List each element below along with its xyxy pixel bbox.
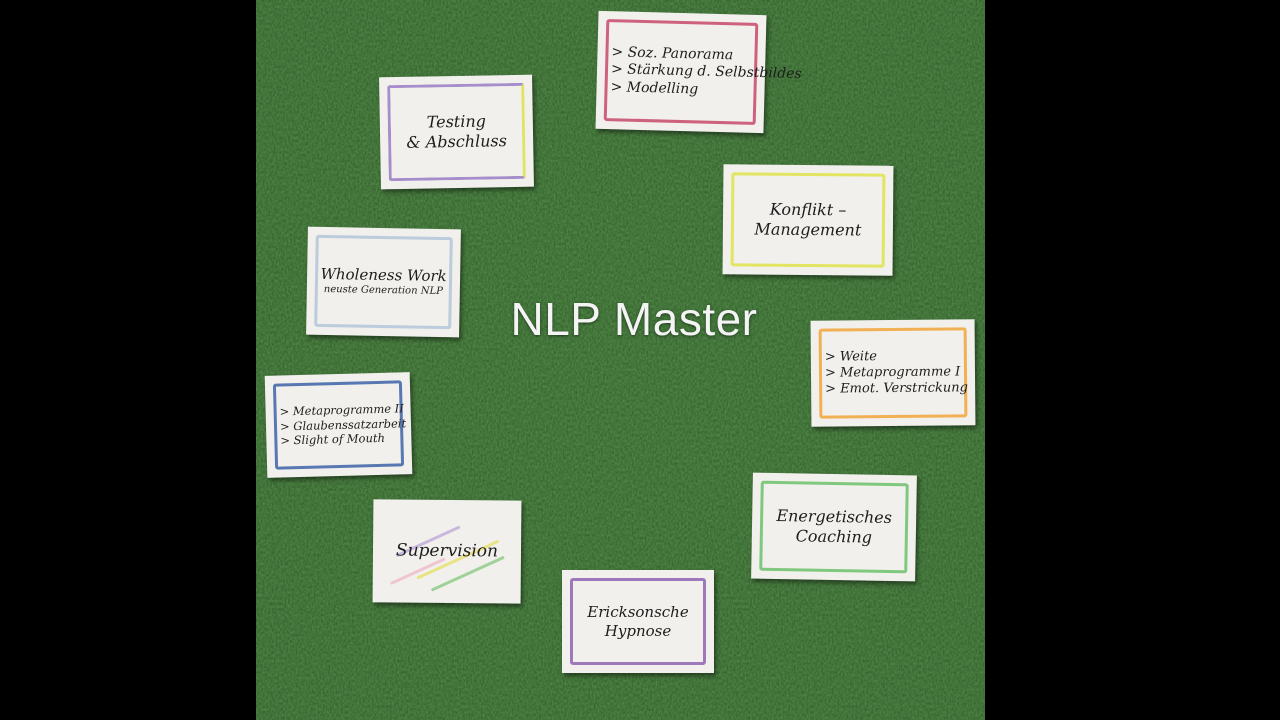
card-weite: > Weite > Metaprogramme I > Emot. Verstr… bbox=[810, 319, 976, 427]
card-wholeness: Wholeness Work neuste Generation NLP bbox=[306, 226, 461, 338]
card-line: & Abschluss bbox=[406, 131, 508, 152]
card-energetisches: Energetisches Coaching bbox=[751, 472, 917, 582]
card-line: Supervision bbox=[395, 540, 499, 562]
card-line: Hypnose bbox=[604, 621, 672, 640]
card-konflikt: Konflikt – Management bbox=[722, 164, 894, 276]
card-testing: Testing & Abschluss bbox=[379, 74, 534, 190]
card-line: neuste Generation NLP bbox=[323, 284, 443, 298]
card-line: Konflikt – bbox=[769, 199, 847, 220]
card-line: Management bbox=[754, 219, 862, 240]
card-soz-panorama: > Soz. Panorama > Stärkung d. Selbstbild… bbox=[595, 10, 802, 134]
card-line: > Emot. Verstrickung bbox=[825, 380, 968, 397]
card-supervision: Supervision bbox=[372, 499, 522, 604]
card-line: Coaching bbox=[795, 526, 873, 547]
card-line: Energetisches bbox=[776, 505, 893, 528]
card-line: Testing bbox=[426, 111, 487, 132]
page-title: NLP Master bbox=[510, 293, 758, 345]
card-line: Wholeness Work bbox=[320, 265, 447, 286]
grass-photo: > Soz. Panorama > Stärkung d. Selbstbild… bbox=[256, 0, 985, 720]
card-line: > Modelling bbox=[610, 78, 699, 98]
card-line: > Metaprogramme I bbox=[824, 364, 961, 381]
card-line: > Slight of Mouth bbox=[280, 430, 386, 448]
card-frame bbox=[570, 578, 706, 665]
card-line: Ericksonsche bbox=[587, 602, 689, 621]
card-line: > Weite bbox=[824, 348, 878, 365]
card-metaprogramme-2: > Metaprogramme II > Glaubenssatzarbeit … bbox=[264, 372, 413, 478]
card-ericksonsche: Ericksonsche Hypnose bbox=[562, 570, 714, 673]
